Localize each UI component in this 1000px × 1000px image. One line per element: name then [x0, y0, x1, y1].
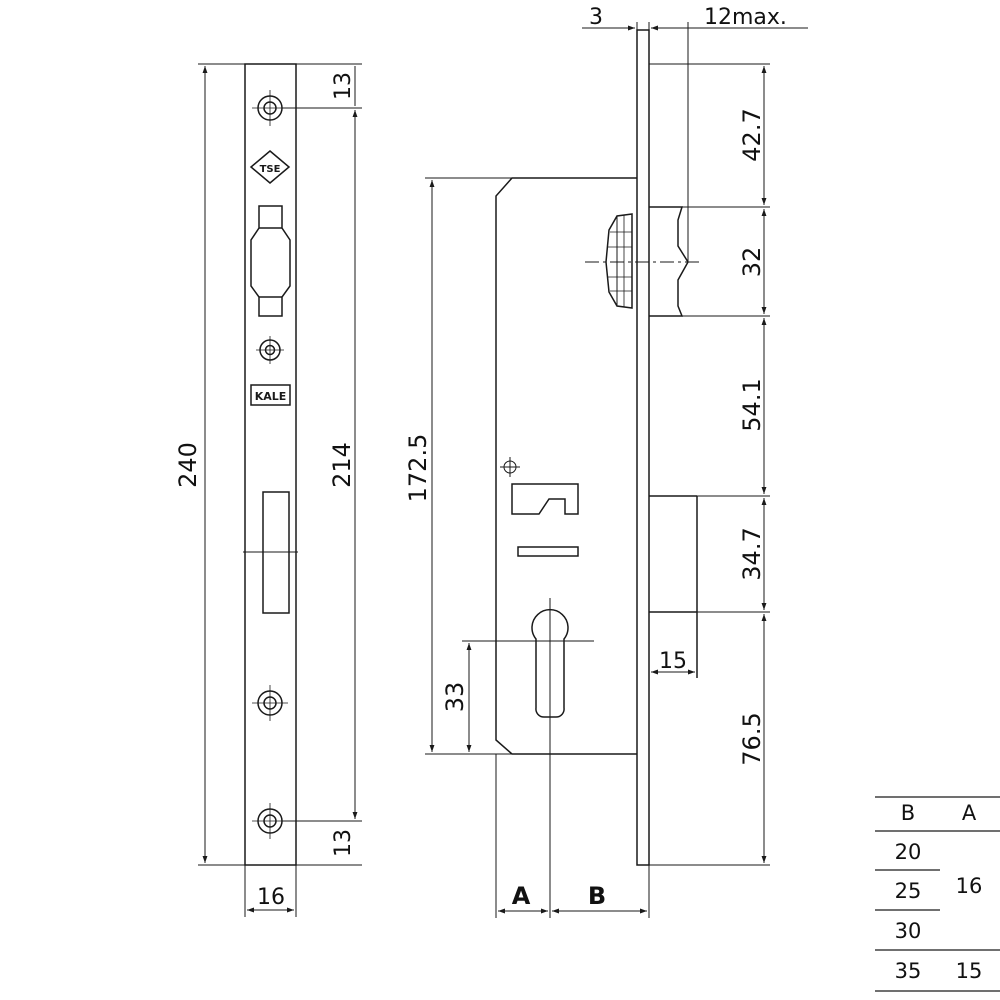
dimension-labels: 240 214 13 13 16 172.5 33 3 12max. 42.7 …	[174, 5, 787, 910]
body-dimensions	[425, 22, 808, 918]
follower-center-mark	[500, 457, 520, 477]
lock-case-outline	[495, 177, 637, 755]
latch-window	[250, 205, 291, 317]
small-slot	[517, 546, 579, 557]
dim-15: 15	[659, 649, 687, 674]
dim-32: 32	[738, 247, 766, 278]
dim-16: 16	[257, 885, 285, 910]
table-a-15: 15	[956, 959, 983, 983]
faceplate-outline	[244, 63, 297, 866]
faceplate-front-view: TSE KALE	[243, 63, 298, 866]
dim-54-1: 54.1	[738, 378, 766, 431]
lock-body-side-view	[495, 29, 698, 918]
table-header-b: B	[901, 801, 915, 825]
dim-3: 3	[589, 5, 603, 30]
dim-13-top: 13	[331, 72, 356, 100]
lever-slot	[511, 483, 579, 515]
dim-13-bottom: 13	[331, 829, 356, 857]
certification-mark	[256, 336, 284, 364]
table-b-30: 30	[895, 919, 922, 943]
label-b: B	[588, 882, 606, 910]
tse-logo: TSE	[249, 150, 291, 184]
middle-screw-hole	[252, 685, 288, 721]
dim-33: 33	[441, 682, 469, 713]
dim-214: 214	[328, 442, 356, 488]
table-b-35: 35	[895, 959, 922, 983]
table-header-a: A	[962, 801, 977, 825]
table-b-25: 25	[895, 879, 922, 903]
label-a: A	[512, 882, 531, 910]
dim-76-5: 76.5	[738, 712, 766, 765]
ba-table: B A 20 25 30 35 16 15	[875, 796, 1000, 992]
table-b-20: 20	[895, 840, 922, 864]
cylinder-keyhole	[531, 609, 569, 718]
dim-240: 240	[174, 442, 202, 488]
dim-34-7: 34.7	[738, 527, 766, 580]
kale-logo: KALE	[250, 384, 291, 406]
deadbolt	[649, 495, 698, 678]
faceplate-dimensions	[198, 63, 362, 917]
deadbolt-window	[243, 491, 298, 614]
svg-text:KALE: KALE	[255, 390, 287, 403]
table-a-16: 16	[956, 874, 983, 898]
dim-42-7: 42.7	[738, 108, 766, 161]
svg-text:TSE: TSE	[260, 164, 281, 175]
dim-172-5: 172.5	[404, 434, 432, 503]
faceplate-side	[636, 29, 650, 866]
dim-12max: 12max.	[704, 5, 787, 30]
